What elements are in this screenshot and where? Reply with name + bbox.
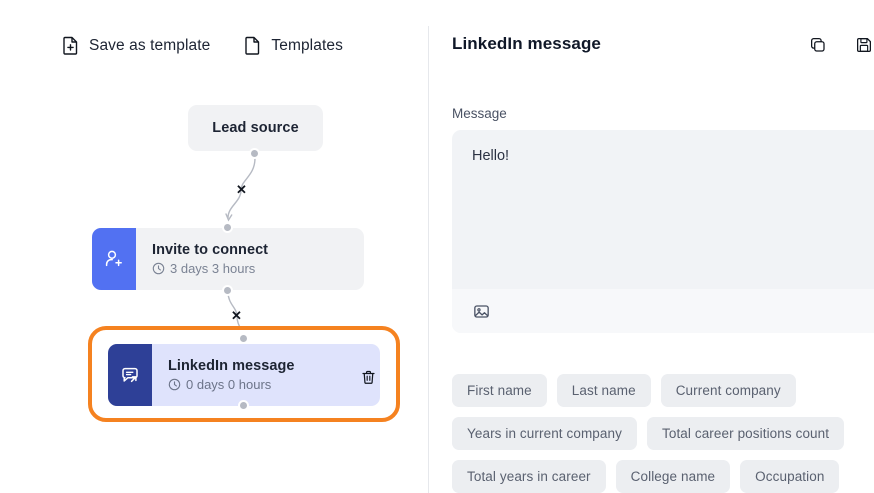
variable-chip-total-years-in-career[interactable]: Total years in career: [452, 460, 606, 493]
page-title: LinkedIn message: [452, 34, 601, 53]
flow-node-linkedin-message[interactable]: LinkedIn message 0 days 0 hours: [108, 344, 380, 406]
save-as-template-button[interactable]: Save as template: [62, 36, 210, 55]
file-icon: [244, 36, 261, 55]
node-body: LinkedIn message 0 days 0 hours: [152, 344, 380, 406]
variable-chip-current-company[interactable]: Current company: [660, 374, 796, 407]
save-icon[interactable]: [853, 34, 874, 56]
node-handle-source-out[interactable]: [249, 148, 260, 159]
variable-chip-list: First name Last name Current company Yea…: [452, 374, 874, 493]
variable-chip-years-in-current-company[interactable]: Years in current company: [452, 417, 637, 450]
message-editor-toolbar: [452, 289, 874, 333]
panel-actions: [807, 34, 874, 56]
flow-node-invite-to-connect[interactable]: Invite to connect 3 days 3 hours: [92, 228, 364, 290]
copy-icon[interactable]: [807, 34, 829, 56]
flow-canvas[interactable]: Lead source ✕ Invite to connect: [0, 0, 428, 493]
flow-node-lead-source[interactable]: Lead source: [188, 105, 323, 151]
flow-canvas-pane: Save as template Templates: [0, 0, 428, 493]
node-delay: 3 days 3 hours: [152, 261, 364, 276]
clock-icon: [168, 378, 181, 391]
variable-chip-occupation[interactable]: Occupation: [740, 460, 840, 493]
clock-icon: [152, 262, 165, 275]
node-delay-label: 3 days 3 hours: [170, 261, 256, 276]
message-field-label: Message: [452, 106, 507, 121]
node-delay: 0 days 0 hours: [168, 377, 380, 392]
node-handle-invite-out[interactable]: [222, 285, 233, 296]
node-delay-label: 0 days 0 hours: [186, 377, 272, 392]
message-input[interactable]: Hello!: [472, 148, 510, 164]
variable-chip-last-name[interactable]: Last name: [556, 374, 651, 407]
variable-chip-first-name[interactable]: First name: [452, 374, 547, 407]
variable-chip-college-name[interactable]: College name: [615, 460, 731, 493]
image-icon[interactable]: [470, 300, 492, 322]
variable-chip-total-career-positions-count[interactable]: Total career positions count: [646, 417, 845, 450]
templates-label: Templates: [271, 36, 343, 54]
pane-divider: [428, 26, 429, 493]
message-editor[interactable]: Hello!: [452, 130, 874, 333]
node-title: Lead source: [212, 120, 299, 136]
panel-header: LinkedIn message: [452, 34, 874, 54]
node-handle-message-in[interactable]: [238, 333, 249, 344]
edge-delete-1[interactable]: ✕: [236, 182, 247, 197]
user-plus-icon: [92, 228, 136, 290]
node-handle-message-out[interactable]: [238, 400, 249, 411]
node-title: Invite to connect: [152, 242, 269, 258]
node-handle-invite-in[interactable]: [222, 222, 233, 233]
node-settings-pane: LinkedIn message Message: [429, 0, 874, 493]
edge-delete-2[interactable]: ✕: [231, 308, 242, 323]
trash-icon[interactable]: [357, 366, 379, 388]
node-body: Invite to connect 3 days 3 hours: [136, 228, 364, 290]
save-as-template-label: Save as template: [89, 36, 211, 54]
templates-button[interactable]: Templates: [244, 36, 343, 55]
flow-toolbar: Save as template Templates: [62, 36, 343, 55]
message-send-icon: [108, 344, 152, 406]
node-title: LinkedIn message: [168, 358, 295, 374]
file-plus-icon: [62, 36, 79, 55]
